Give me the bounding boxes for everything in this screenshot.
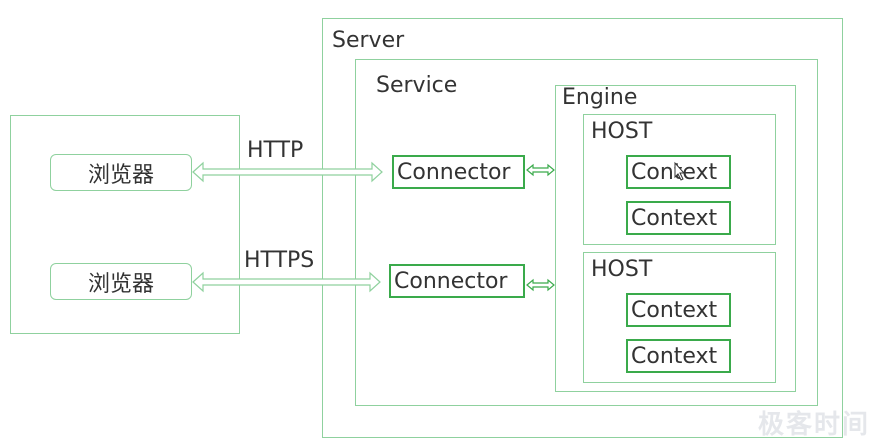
double-arrow-connector-engine-2 [526, 278, 555, 292]
context-box-2-2: Context [626, 339, 731, 373]
context-box-1-2: Context [626, 201, 731, 235]
watermark-text: 极客时间 [758, 410, 869, 440]
engine-label: Engine [562, 85, 638, 110]
host-box-2 [583, 252, 776, 383]
connector-box-2: Connector [389, 264, 525, 298]
double-arrow-connector-engine-1 [526, 163, 555, 177]
browser-label-1: 浏览器 [87, 162, 154, 188]
context-box-2-1: Context [626, 293, 731, 327]
double-arrow-http [192, 161, 383, 183]
browser-box-1: 浏览器 [50, 154, 192, 191]
service-label: Service [376, 73, 458, 98]
browser-label-2: 浏览器 [87, 271, 154, 297]
protocol-label-http: HTTP [247, 138, 304, 163]
context-label-2-1: Context [631, 297, 718, 323]
double-arrow-https [192, 271, 381, 293]
server-label: Server [332, 28, 405, 53]
protocol-label-https: HTTPS [244, 248, 315, 273]
connector-label-1: Connector [397, 159, 511, 185]
browser-box-2: 浏览器 [50, 263, 192, 300]
context-label-2-2: Context [631, 343, 718, 369]
connector-box-1: Connector [392, 155, 525, 189]
arrows-layer [192, 161, 686, 293]
mouse-cursor-icon [674, 161, 686, 181]
context-label-1-1: Context [631, 159, 718, 185]
service-box [355, 59, 818, 406]
host-label-1: HOST [591, 119, 653, 144]
client-box [10, 115, 240, 334]
host-box-1 [583, 114, 776, 245]
engine-box [555, 85, 796, 392]
connector-label-2: Connector [394, 268, 508, 294]
host-label-2: HOST [591, 257, 653, 282]
context-label-1-2: Context [631, 205, 718, 231]
